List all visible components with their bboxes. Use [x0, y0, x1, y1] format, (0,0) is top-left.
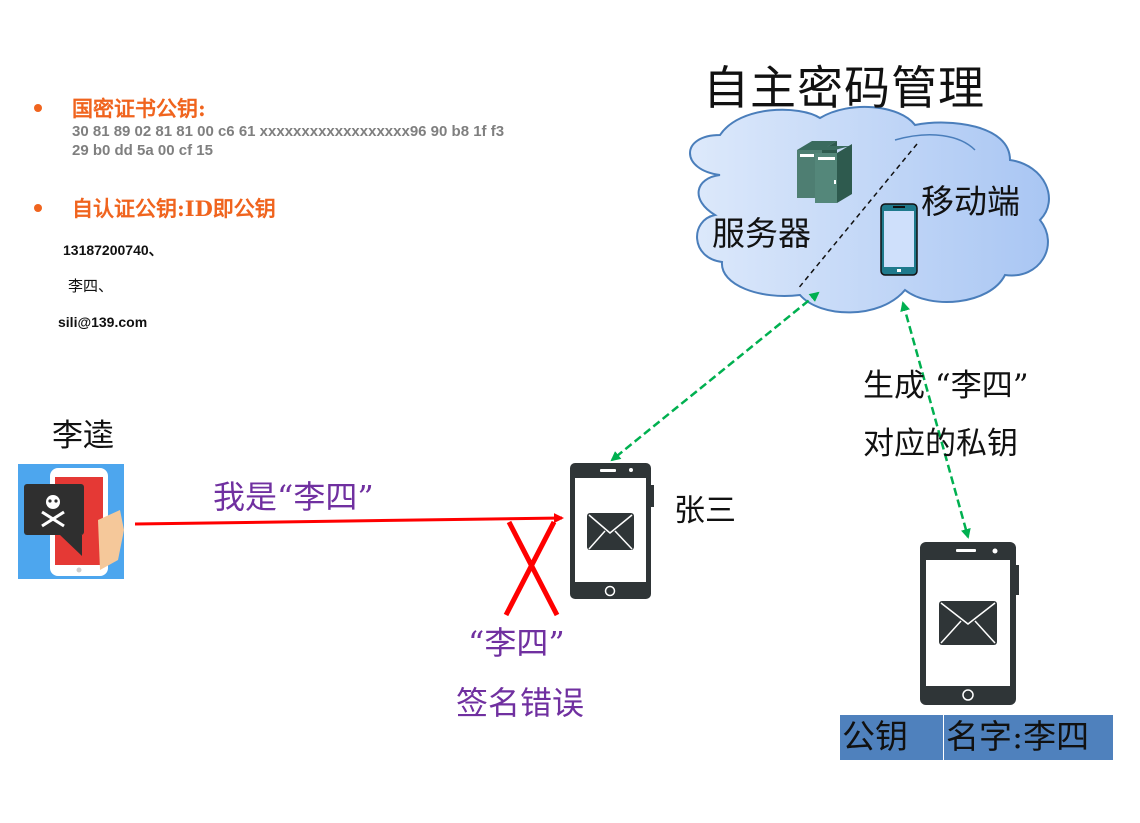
server-to-zhangsan-arrow [610, 291, 820, 462]
id-name: 李四、 [68, 277, 114, 295]
signature-name-label: “李四” [468, 624, 565, 662]
mobile-phone-icon [880, 203, 918, 276]
fake-message-arrow [134, 513, 564, 526]
sm2-hex-line-1: 30 81 89 02 81 81 00 c6 61 xxxxxxxxxxxxx… [72, 123, 505, 140]
server-label: 服务器 [712, 214, 811, 253]
self-cert-key-title: 自认证公钥:ID即公钥 [72, 196, 276, 221]
rejected-x-icon [503, 520, 560, 617]
attacker-name: 李逵 [52, 418, 114, 454]
zhangsan-envelope-icon [587, 513, 634, 550]
cloud-inner-curve [894, 134, 976, 151]
generate-key-line-2: 对应的私钥 [863, 426, 1018, 462]
cloud-divider-line [796, 143, 918, 291]
name-key-box: 名字:李四 [944, 715, 1113, 760]
sm2-public-key-title: 国密证书公钥: [72, 96, 206, 121]
attacker-phone-icon [18, 464, 124, 579]
bullet-dot-1 [34, 104, 42, 112]
mobile-label: 移动端 [921, 182, 1020, 221]
key-management-title: 自主密码管理 [703, 61, 985, 115]
receiver-name: 张三 [674, 493, 736, 529]
sm2-hex-line-2: 29 b0 dd 5a 00 cf 15 [72, 142, 213, 159]
fake-identity-message: 我是“李四” [213, 478, 374, 516]
bullet-dot-2 [34, 204, 42, 212]
cloud-to-lisi-arrow [900, 301, 971, 539]
generate-key-line-1: 生成 “李四” [863, 368, 1029, 404]
lisi-envelope-icon [939, 601, 997, 645]
signature-error-label: 签名错误 [456, 684, 585, 722]
server-icon [797, 141, 852, 203]
public-key-box: 公钥 [840, 715, 943, 760]
id-phone-number: 13187200740、 [63, 242, 163, 258]
id-email: sili@139.com [58, 314, 148, 330]
cloud-shape [689, 105, 1050, 314]
